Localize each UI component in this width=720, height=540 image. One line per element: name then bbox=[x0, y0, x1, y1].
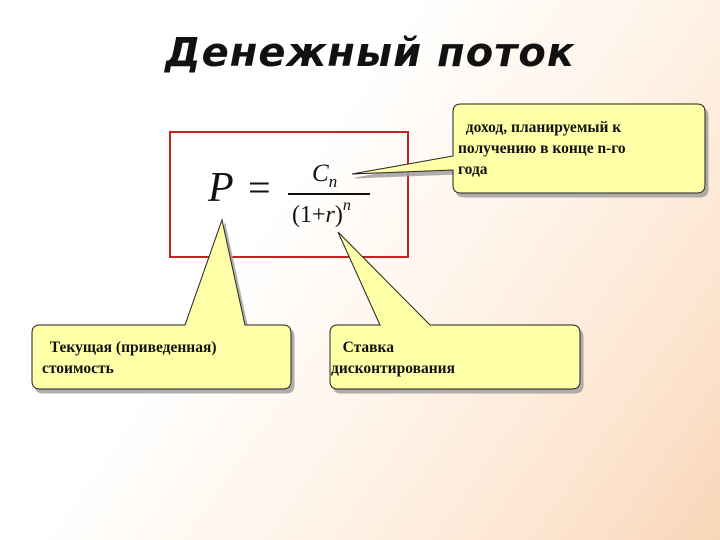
callout-cash-flow-line-1: доход, планируемый к bbox=[458, 119, 622, 136]
formula-equals: = bbox=[248, 165, 271, 210]
callout-cash-flow-shape bbox=[351, 103, 706, 194]
callout-cash-flow-line-3: года bbox=[458, 161, 488, 178]
callout-discount-rate-line-2: дисконтирования bbox=[331, 360, 455, 377]
callout-present-value-line-1: Текущая (приведенная) bbox=[42, 339, 217, 356]
formula-denominator: (1+r)n bbox=[292, 197, 351, 229]
formula-denominator-open: (1+ bbox=[292, 202, 326, 228]
formula-lhs: P bbox=[208, 165, 234, 211]
callout-cash-flow-text: доход, планируемый к получению в конце n-… bbox=[458, 117, 626, 180]
callout-present-value-shape bbox=[31, 218, 292, 390]
fraction-bar bbox=[288, 193, 370, 195]
callout-present-value-line-2: стоимость bbox=[42, 360, 114, 377]
callout-discount-rate-text: Ставка дисконтирования bbox=[331, 337, 455, 379]
callout-discount-rate-shape bbox=[329, 231, 581, 390]
formula-numerator-subscript: n bbox=[328, 172, 338, 191]
callout-cash-flow-line-2: получению в конце n-го bbox=[458, 140, 626, 157]
present-value-formula: P = Cn (1+r)n bbox=[206, 160, 386, 240]
formula-box bbox=[169, 131, 409, 258]
slide-title: Денежный поток bbox=[164, 30, 575, 76]
callout-discount-rate-line-1: Ставка bbox=[331, 339, 394, 356]
formula-denominator-var: r bbox=[325, 202, 335, 228]
callout-present-value-text: Текущая (приведенная) стоимость bbox=[42, 337, 217, 379]
formula-denominator-exponent: n bbox=[342, 197, 351, 214]
formula-numerator: Cn bbox=[312, 160, 338, 191]
formula-denominator-close: ) bbox=[334, 202, 343, 228]
formula-numerator-var: C bbox=[312, 160, 329, 187]
